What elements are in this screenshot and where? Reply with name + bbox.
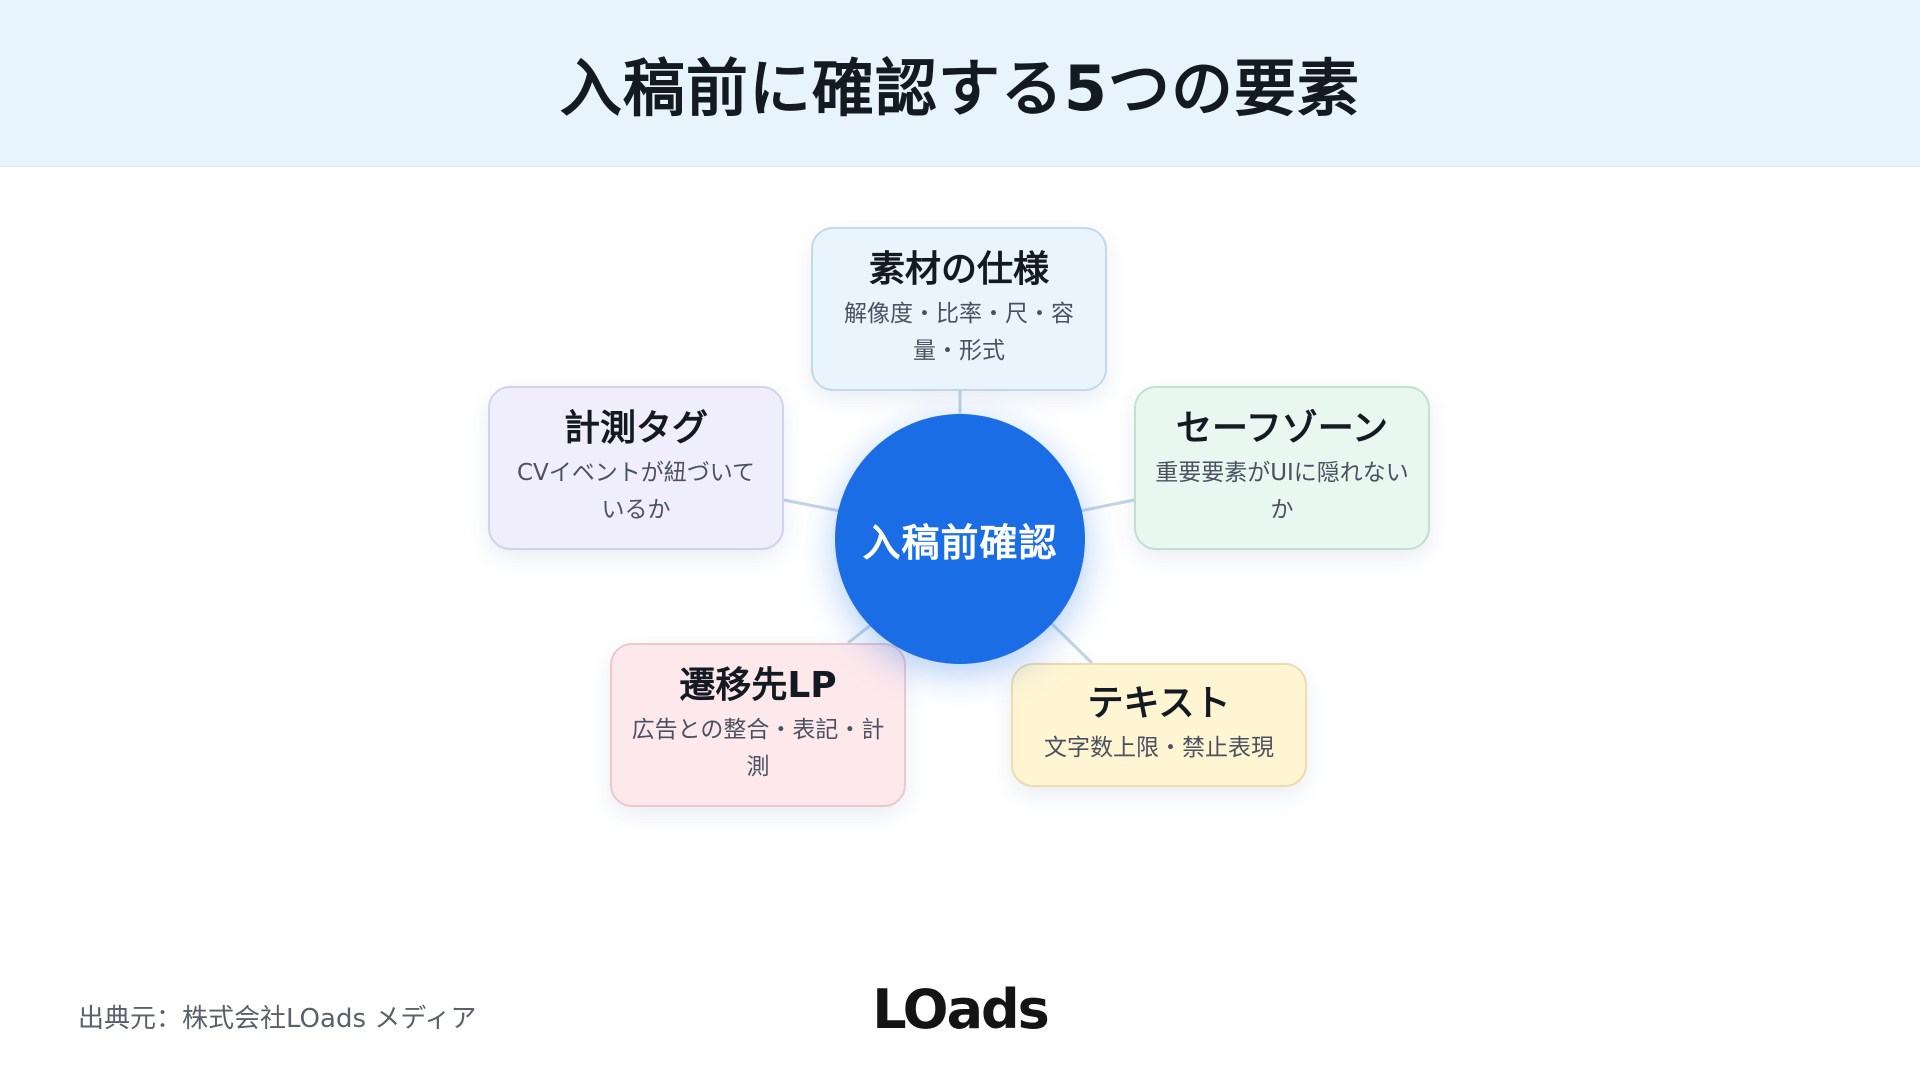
page-title: 入稿前に確認する5つの要素 [559, 52, 1361, 125]
hub-label: 入稿前確認 [862, 520, 1058, 565]
node-title: 計測タグ [563, 407, 708, 449]
node-description: 広告との整合・表記・計測 [631, 716, 885, 780]
node-landing-page: 遷移先LP 広告との整合・表記・計測 [610, 643, 906, 807]
connector-lp [847, 622, 873, 645]
header-bar: 入稿前に確認する5つの要素 [0, 0, 1920, 167]
node-material-spec: 素材の仕様 解像度・比率・尺・容量・形式 [811, 227, 1107, 391]
node-title: テキスト [1087, 682, 1231, 724]
node-safe-zone: セーフゾーン 重要要素がUIに隠れないか [1134, 386, 1430, 550]
node-title: 素材の仕様 [868, 248, 1049, 290]
node-title: 遷移先LP [679, 664, 837, 706]
node-title: セーフゾーン [1175, 407, 1389, 449]
brand-logo: LOads [872, 977, 1050, 1041]
node-description: 文字数上限・禁止表現 [1044, 735, 1274, 762]
node-description: CVイベントが紐づいているか [516, 459, 756, 523]
source-credit: 出典元：株式会社LOads メディア [78, 1004, 477, 1034]
hub-circle: 入稿前確認 [835, 414, 1085, 664]
connector-text [1050, 622, 1094, 665]
node-description: 解像度・比率・尺・容量・形式 [844, 300, 1074, 364]
node-tracking-tag: 計測タグ CVイベントが紐づいているか [488, 386, 784, 550]
connector-safe [1079, 498, 1135, 513]
connector-tag [783, 498, 841, 513]
node-description: 重要要素がUIに隠れないか [1155, 459, 1409, 523]
node-text: テキスト 文字数上限・禁止表現 [1011, 663, 1307, 787]
